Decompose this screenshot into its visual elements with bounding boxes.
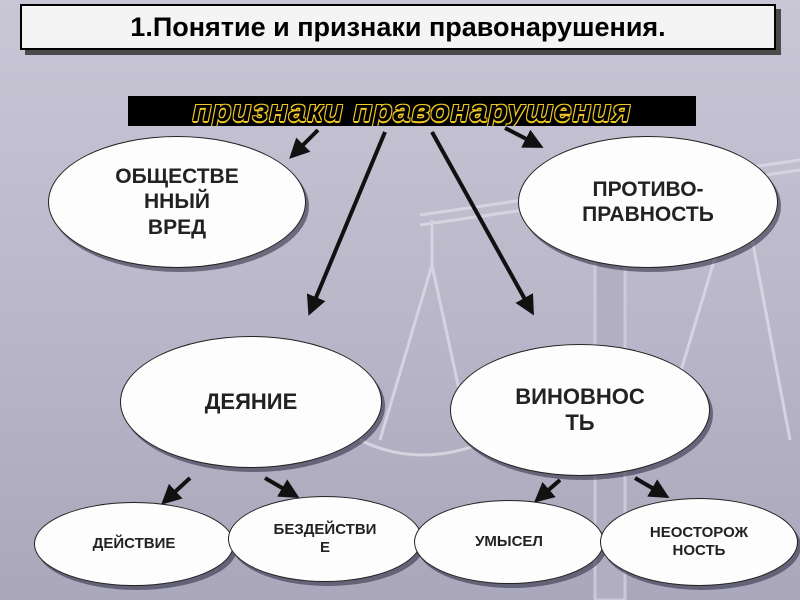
public-harm-node: ОБЩЕСТВЕ ННЫЙ ВРЕД — [48, 136, 306, 268]
intent-label: УМЫСЕЛ — [475, 533, 543, 550]
inaction-label: БЕЗДЕЙСТВИ Е — [273, 521, 377, 556]
slide-title: 1.Понятие и признаки правонарушения. — [20, 4, 776, 50]
act-node: ДЕЯНИЕ — [120, 336, 382, 468]
illegality-label: ПРОТИВО- ПРАВНОСТЬ — [582, 177, 714, 226]
negligence-node: НЕОСТОРОЖ НОСТЬ — [600, 498, 798, 586]
action-label: ДЕЙСТВИЕ — [92, 535, 176, 552]
signs-banner: признаки правонарушения — [128, 96, 696, 126]
illegality-node: ПРОТИВО- ПРАВНОСТЬ — [518, 136, 778, 268]
action-node: ДЕЙСТВИЕ — [34, 502, 234, 586]
act-label: ДЕЯНИЕ — [204, 388, 298, 414]
inaction-node: БЕЗДЕЙСТВИ Е — [228, 496, 422, 582]
guilt-node: ВИНОВНОС ТЬ — [450, 344, 710, 476]
guilt-label: ВИНОВНОС ТЬ — [515, 383, 645, 435]
negligence-label: НЕОСТОРОЖ НОСТЬ — [649, 524, 749, 559]
public-harm-label: ОБЩЕСТВЕ ННЫЙ ВРЕД — [115, 165, 239, 239]
intent-node: УМЫСЕЛ — [414, 500, 604, 584]
